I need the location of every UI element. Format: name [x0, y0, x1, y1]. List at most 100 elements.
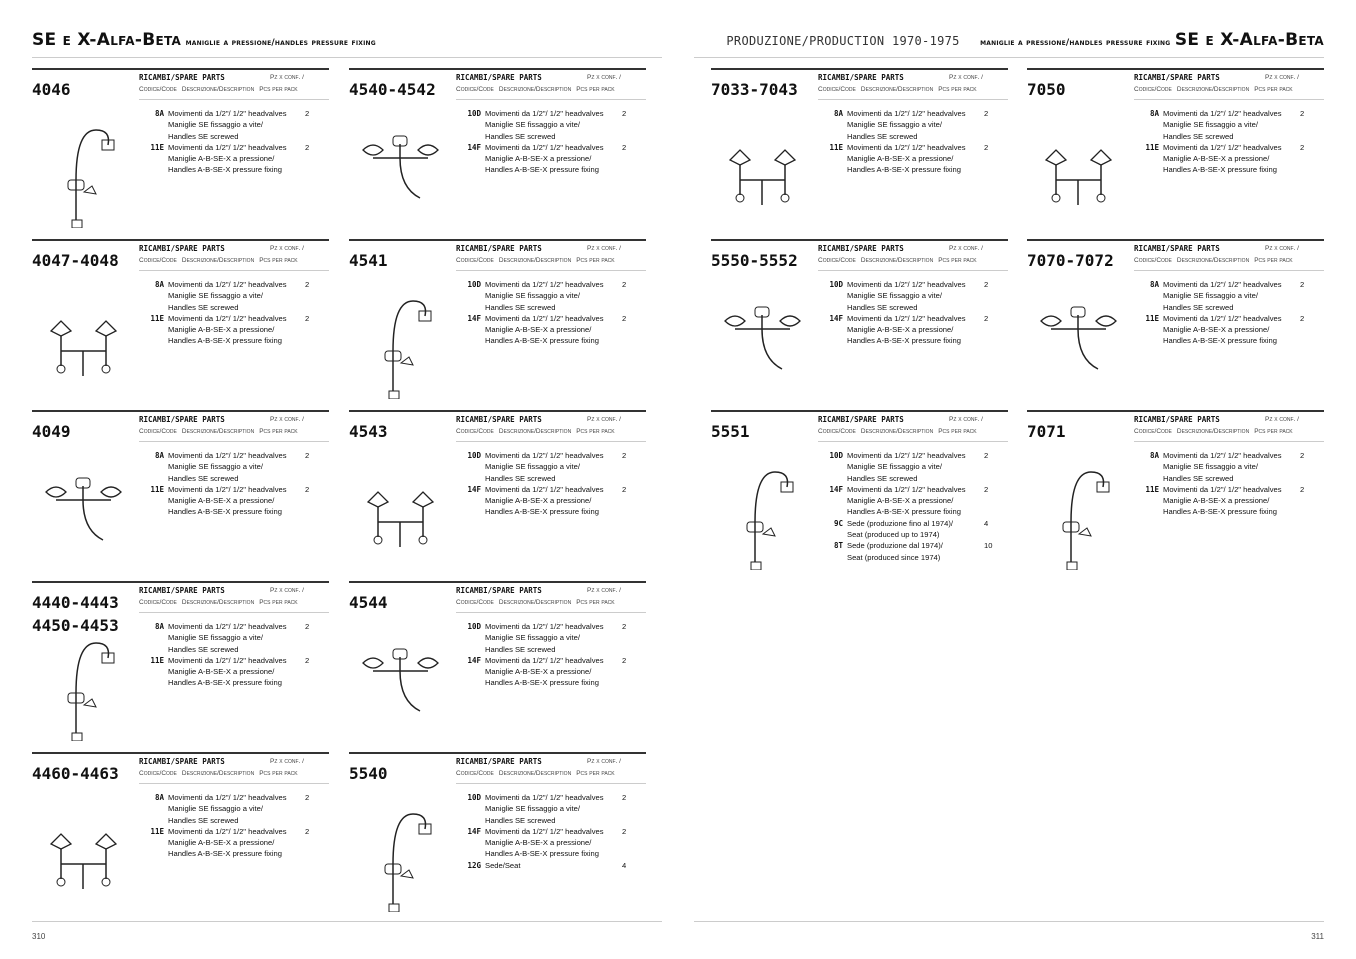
code-header: Codice/Code: [456, 770, 494, 777]
header-divider-right: [694, 57, 1324, 58]
part-qty: 2: [1300, 280, 1305, 289]
part-code: 10D: [467, 793, 481, 802]
part-qty: 2: [622, 142, 627, 152]
description-header: Descrizione/Description: [860, 86, 934, 93]
description-line: Handles A-B-SE-X pressure fixing: [847, 507, 961, 517]
description-line: Seat (produced since 1974): [847, 552, 941, 562]
faucet-illustration-icon: [67, 642, 115, 741]
description-line: Maniglie A-B-SE-X a pressione/: [847, 496, 954, 506]
part-code: 14F: [467, 484, 481, 494]
product-code: 4440-4443: [32, 593, 119, 612]
part-code: 10D: [467, 280, 481, 289]
part-qty: 2: [305, 622, 310, 631]
description-line: Movimenti da 1/2"/ 1/2" headvalves: [485, 826, 604, 836]
product-code: 4540-4542: [349, 80, 436, 99]
pcs-header: Pcs per pack: [576, 257, 615, 264]
product-number: 5540: [349, 762, 388, 785]
part-qty: 2: [305, 484, 310, 494]
pz-label: Pz x conf. /: [270, 245, 304, 252]
description-line: Sede (produzione fino al 1974)/: [847, 518, 953, 528]
pcs-header: Pcs per pack: [259, 86, 298, 93]
faucet-illustration-icon: [1044, 149, 1113, 205]
description-line: Maniglie A-B-SE-X a pressione/: [1163, 496, 1270, 506]
pz-label: Pz x conf. /: [270, 416, 304, 423]
part-code: 11E: [150, 826, 164, 836]
description-line: Movimenti da 1/2"/ 1/2" headvalves: [168, 622, 287, 631]
part-qty: 2: [1300, 109, 1305, 118]
description-header: Descrizione/Description: [860, 257, 934, 264]
description-line: Maniglie A-B-SE-X a pressione/: [168, 667, 275, 677]
faucet-illustration-icon: [366, 491, 435, 547]
part-qty: 2: [984, 280, 989, 289]
description-line: Maniglie SE fissaggio a vite/: [847, 462, 942, 472]
description-line: Movimenti da 1/2"/ 1/2" headvalves: [485, 280, 604, 289]
faucet-illustration-icon: [49, 320, 118, 376]
series-title: SE e X-Alfa-Beta: [32, 30, 182, 50]
product-code: 7050: [1027, 80, 1066, 99]
spare-parts-heading: RICAMBI/SPARE PARTS: [456, 586, 542, 595]
description-line: Movimenti da 1/2"/ 1/2" headvalves: [168, 484, 287, 494]
description-line: Handles SE screwed: [168, 131, 239, 141]
description-line: Maniglie A-B-SE-X a pressione/: [485, 325, 592, 335]
part-code: 12G: [467, 860, 481, 870]
header-rule: [139, 99, 329, 100]
description-line: Maniglie SE fissaggio a vite/: [485, 291, 580, 301]
description-line: Handles SE screwed: [1163, 131, 1234, 141]
spare-parts-heading: RICAMBI/SPARE PARTS: [818, 73, 904, 82]
description-line: Movimenti da 1/2"/ 1/2" headvalves: [847, 484, 966, 494]
part-code: 10D: [467, 109, 481, 118]
footer-divider-left: [32, 921, 662, 922]
product-number: 4046: [32, 78, 71, 101]
pz-label: Pz x conf. /: [1265, 416, 1299, 423]
part-code: 8A: [154, 622, 164, 631]
description-line: Movimenti da 1/2"/ 1/2" headvalves: [1163, 484, 1282, 494]
description-line: Movimenti da 1/2"/ 1/2" headvalves: [168, 280, 287, 289]
description-line: Handles A-B-SE-X pressure fixing: [1163, 507, 1277, 517]
part-description: Sede (produzione fino al 1974)/Seat (pro…: [847, 518, 984, 541]
description-line: Maniglie SE fissaggio a vite/: [1163, 291, 1258, 301]
code-header: Codice/Code: [1134, 428, 1172, 435]
product-number: 7050: [1027, 78, 1066, 101]
code-header: Codice/Code: [139, 86, 177, 93]
spare-parts-heading: RICAMBI/SPARE PARTS: [139, 586, 225, 595]
pz-label: Pz x conf. /: [949, 74, 983, 81]
product-number: 4543: [349, 420, 388, 443]
product-number: 4540-4542: [349, 78, 436, 101]
product-code: 4046: [32, 80, 71, 99]
description-line: Maniglie A-B-SE-X a pressione/: [485, 667, 592, 677]
code-header: Codice/Code: [139, 599, 177, 606]
series-subtitle-right: maniglie a pressione/handles pressure fi…: [980, 38, 1171, 48]
description-header: Descrizione/Description: [1176, 428, 1250, 435]
description-line: Movimenti da 1/2"/ 1/2" headvalves: [485, 313, 604, 323]
